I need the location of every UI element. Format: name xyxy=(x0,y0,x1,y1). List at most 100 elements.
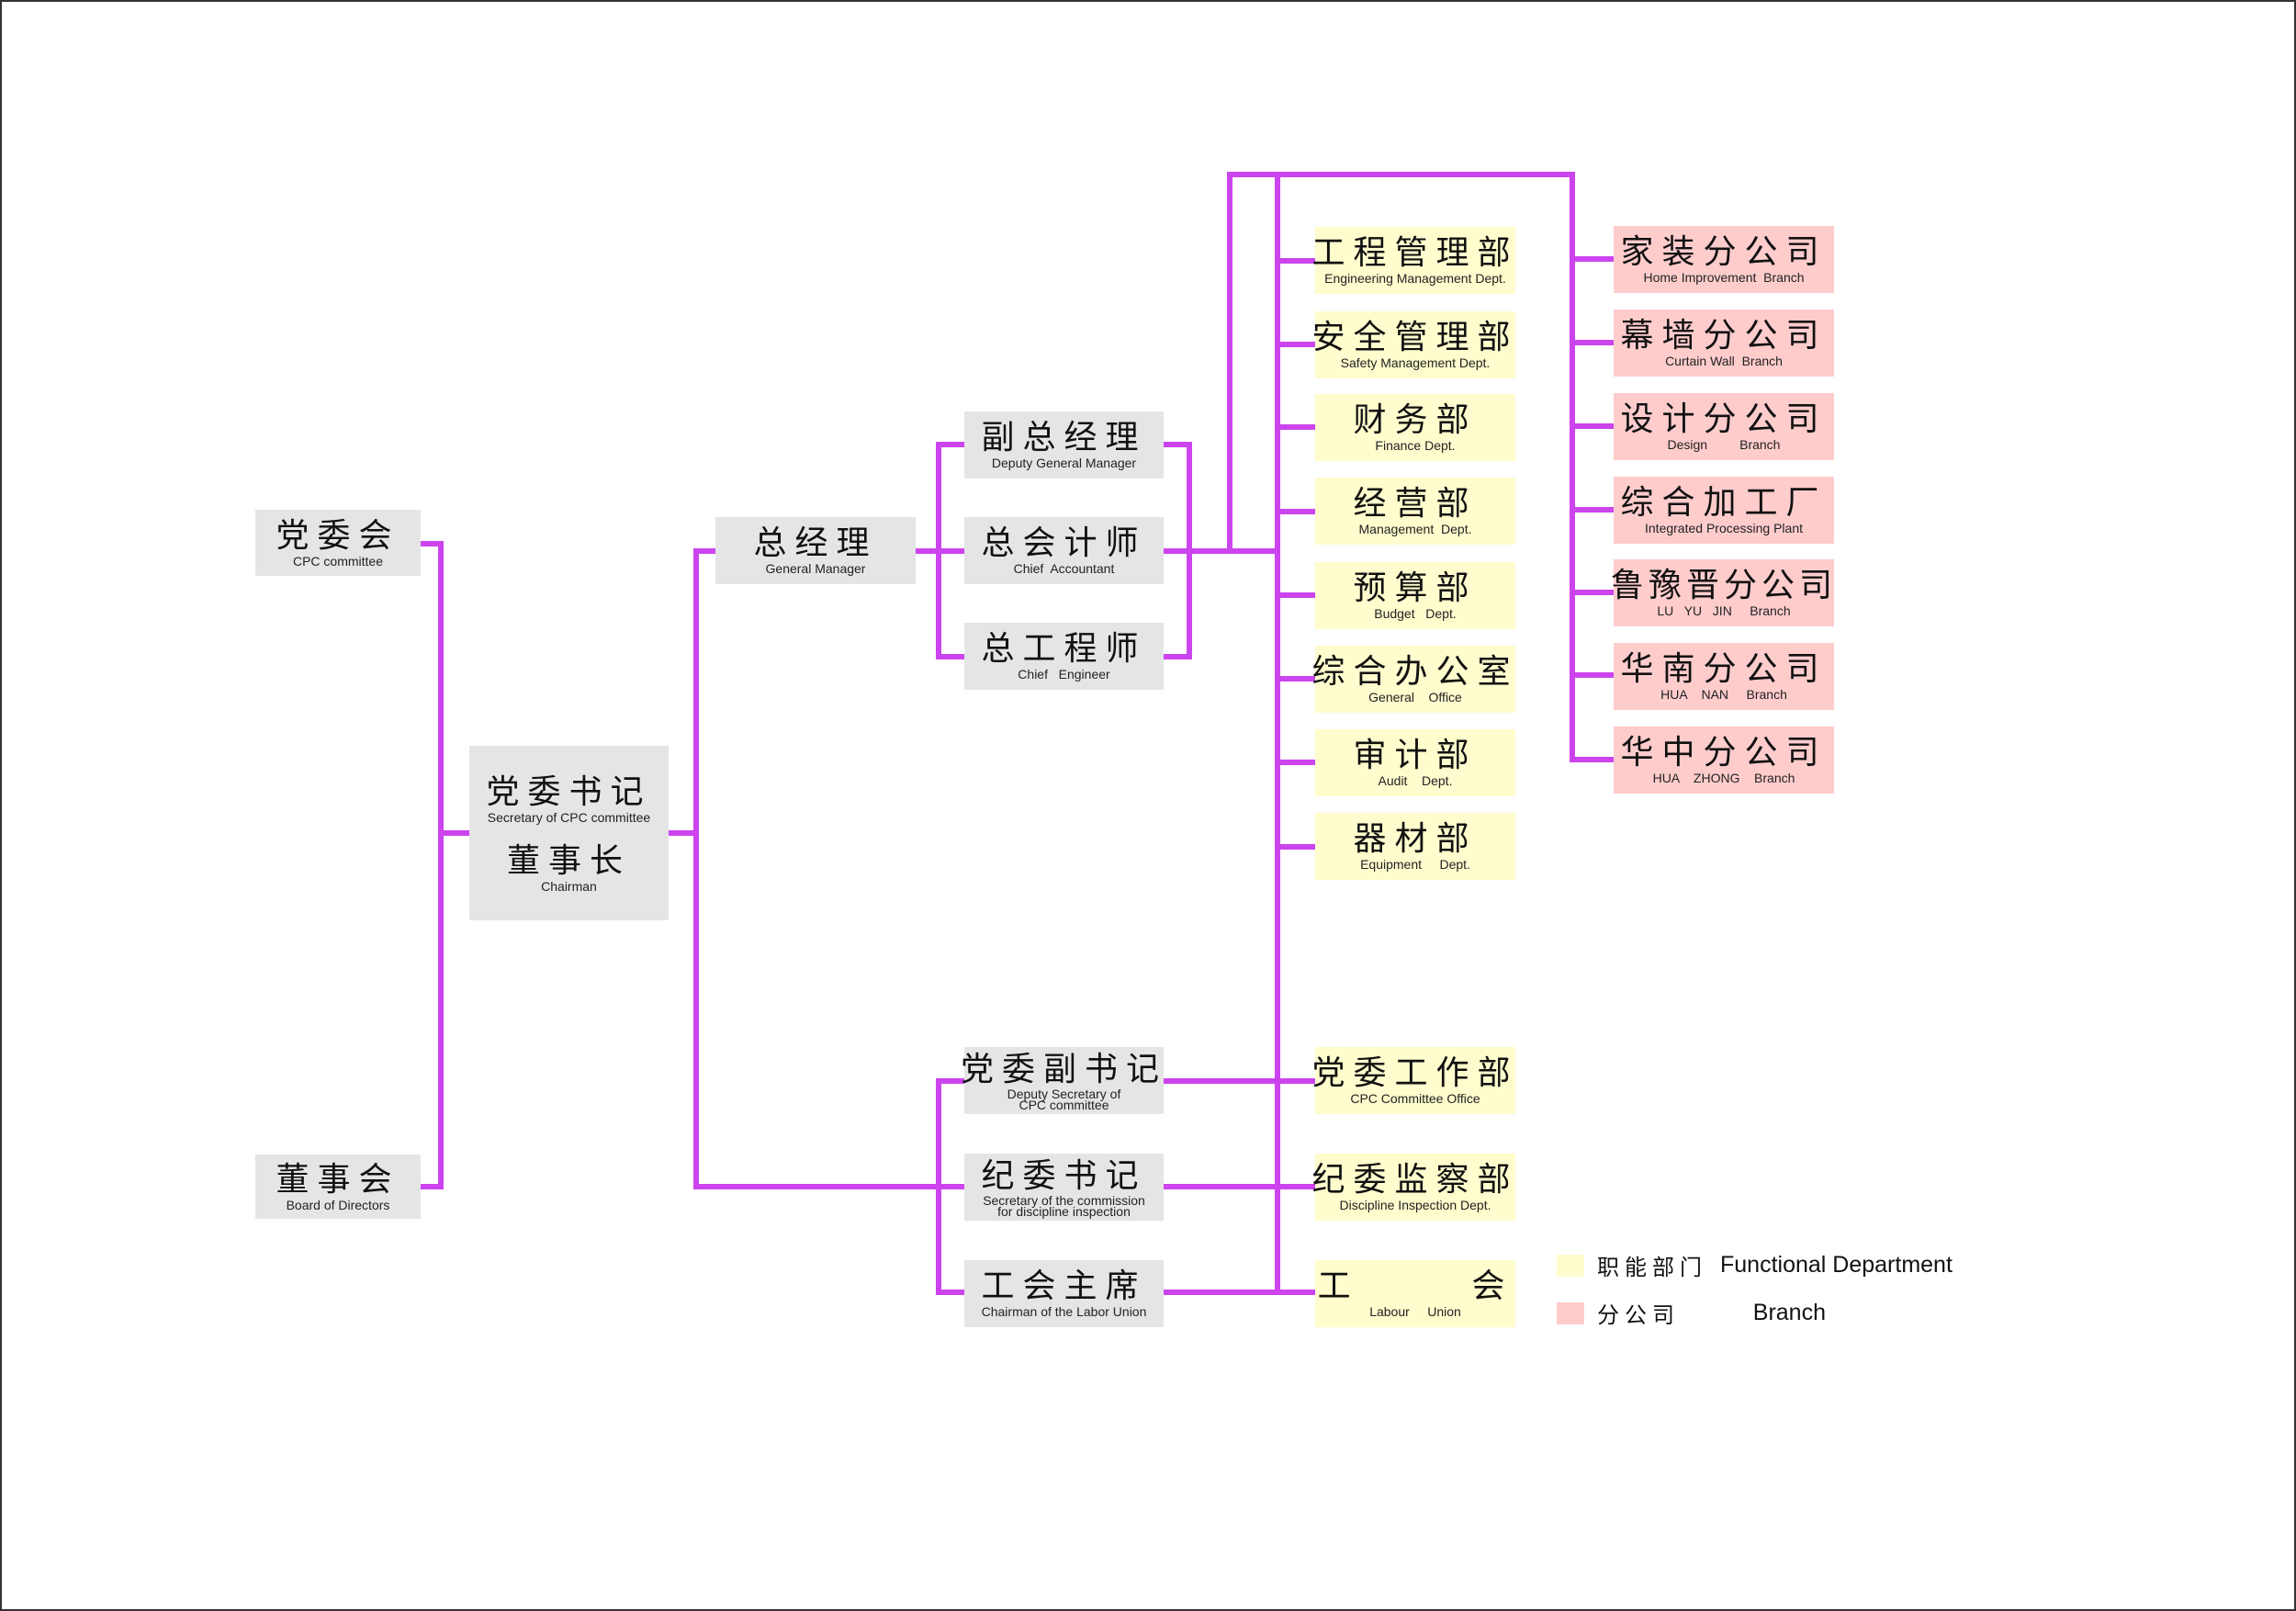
node-label-en: Chairman of the Labor Union xyxy=(981,1304,1147,1319)
node-label-en: Chief Engineer xyxy=(1018,667,1110,682)
legend-label-zh: 职能部门 xyxy=(1597,1255,1707,1280)
node-label-zh: 安全管理部 xyxy=(1311,319,1519,356)
node-label-en: Deputy General Manager xyxy=(991,456,1137,470)
node-label-en: Discipline Inspection Dept. xyxy=(1339,1198,1491,1212)
branch-integrated-processing-plant: 综合加工厂 Integrated Processing Plant xyxy=(1614,477,1834,544)
dept-audit: 审计部 Audit Dept. xyxy=(1315,729,1515,796)
node-label-zh: 纪委监察部 xyxy=(1311,1161,1519,1199)
branch-hua-zhong: 华中分公司 HUA ZHONG Branch xyxy=(1614,727,1834,794)
node-chief-engineer: 总工程师 Chief Engineer xyxy=(964,623,1164,690)
node-label-en: Secretary of the commission for discipli… xyxy=(983,1192,1145,1219)
node-label-zh: 华南分公司 xyxy=(1620,650,1828,688)
node-label-en: Equipment Dept. xyxy=(1360,857,1470,872)
node-label-en: CPC Committee Office xyxy=(1350,1091,1480,1106)
node-label-zh: 总会计师 xyxy=(981,524,1147,562)
node-label-en: Integrated Processing Plant xyxy=(1645,521,1803,535)
node-label-zh: 综合加工厂 xyxy=(1620,484,1828,522)
node-general-manager: 总经理 General Manager xyxy=(715,517,916,584)
node-label-zh: 财务部 xyxy=(1353,401,1478,439)
connector-cpc-committee xyxy=(418,541,444,1189)
node-label-zh: 工 会 xyxy=(1317,1267,1514,1305)
dept-management: 经营部 Management Dept. xyxy=(1315,478,1515,545)
node-chief-accountant: 总会计师 Chief Accountant xyxy=(964,517,1164,584)
legend-swatch-yellow xyxy=(1557,1254,1584,1277)
node-label-zh: 工程管理部 xyxy=(1311,234,1519,272)
node-label-zh: 党委副书记 xyxy=(961,1050,1168,1088)
node-label-zh: 幕墙分公司 xyxy=(1620,317,1828,355)
node-label-en: HUA NAN Branch xyxy=(1660,687,1787,702)
connector-deputy-bracket xyxy=(936,442,967,659)
node-label-en: Budget Dept. xyxy=(1374,606,1457,621)
node-label-en: General Manager xyxy=(765,561,866,576)
node-label-zh: 党委书记 xyxy=(486,773,652,811)
branch-curtain-wall: 幕墙分公司 Curtain Wall Branch xyxy=(1614,310,1834,377)
node-label-en: Curtain Wall Branch xyxy=(1665,354,1783,368)
node-board-of-directors: 董事会 Board of Directors xyxy=(255,1155,421,1219)
node-label-zh: 工会主席 xyxy=(981,1267,1147,1305)
branch-home-improvement: 家装分公司 Home Improvement Branch xyxy=(1614,226,1834,293)
node-label-en: LU YU JIN Branch xyxy=(1657,603,1791,618)
node-label-zh: 综合办公室 xyxy=(1311,653,1519,691)
node-cpc-committee: 党委会 CPC committee xyxy=(255,510,421,576)
node-secretary-chairman: 党委书记 Secretary of CPC committee 董事长 Chai… xyxy=(469,746,669,920)
legend-item-branch: 分公司 Branch xyxy=(1557,1297,1826,1329)
dept-labour-union: 工 会 Labour Union xyxy=(1315,1260,1515,1327)
dept-equipment: 器材部 Equipment Dept. xyxy=(1315,813,1515,880)
dept-safety-management: 安全管理部 Safety Management Dept. xyxy=(1312,311,1515,378)
node-discipline-secretary: 纪委书记 Secretary of the commission for dis… xyxy=(964,1154,1164,1221)
node-deputy-general-manager: 副总经理 Deputy General Manager xyxy=(964,411,1164,479)
node-label-zh: 器材部 xyxy=(1353,820,1478,858)
node-label-zh: 审计部 xyxy=(1353,737,1478,774)
legend-label-en: Functional Department xyxy=(1720,1252,1953,1278)
node-label-en: HUA ZHONG Branch xyxy=(1652,771,1795,785)
node-label-zh: 家装分公司 xyxy=(1620,233,1828,271)
branch-lu-yu-jin: 鲁豫晋分公司 LU YU JIN Branch xyxy=(1611,559,1838,626)
node-label-zh: 设计分公司 xyxy=(1620,400,1828,438)
node-label-en: CPC committee xyxy=(292,553,384,569)
connector-gm-spine xyxy=(693,548,967,1189)
connector-deputy-right-bracket xyxy=(1161,442,1192,659)
node-label-en: Management Dept. xyxy=(1358,522,1472,536)
node-label-en: Home Improvement Branch xyxy=(1643,270,1805,285)
legend-swatch-pink xyxy=(1557,1301,1584,1324)
node-label-en: Labour Union xyxy=(1369,1304,1461,1319)
node-label-en: Audit Dept. xyxy=(1378,773,1453,788)
dept-finance: 财务部 Finance Dept. xyxy=(1315,394,1515,461)
node-label-zh: 经营部 xyxy=(1353,485,1478,523)
node-label-zh: 党委工作部 xyxy=(1311,1054,1519,1092)
node-label-en: Board of Directors xyxy=(286,1197,390,1212)
node-label-zh-chairman: 董事长 xyxy=(506,842,631,880)
node-label-zh: 党委会 xyxy=(276,516,400,555)
node-label-en: Engineering Management Dept. xyxy=(1324,271,1506,286)
node-label-zh: 华中分公司 xyxy=(1620,734,1828,772)
node-label-zh: 总工程师 xyxy=(981,630,1147,668)
node-label-en: Finance Dept. xyxy=(1375,438,1456,453)
dept-budget: 预算部 Budget Dept. xyxy=(1315,562,1515,629)
legend-label-en: Branch xyxy=(1728,1300,1826,1325)
branch-design: 设计分公司 Design Branch xyxy=(1614,393,1834,460)
node-label-en: Chief Accountant xyxy=(1013,561,1115,576)
node-label-zh: 董事会 xyxy=(276,1160,400,1199)
node-label-zh: 预算部 xyxy=(1353,569,1478,607)
node-label-en: General Office xyxy=(1368,690,1462,704)
node-label-zh: 总经理 xyxy=(753,524,878,562)
dept-discipline-inspection: 纪委监察部 Discipline Inspection Dept. xyxy=(1312,1154,1515,1221)
node-union-chairman: 工会主席 Chairman of the Labor Union xyxy=(964,1260,1164,1327)
node-label-en: Deputy Secretary of CPC committee xyxy=(1007,1086,1121,1112)
node-label-zh: 副总经理 xyxy=(981,419,1147,456)
node-label-en-chairman: Chairman xyxy=(541,879,597,894)
node-label-zh: 鲁豫晋分公司 xyxy=(1611,567,1838,604)
dept-general-office: 综合办公室 General Office xyxy=(1312,646,1515,713)
node-label-en: Secretary of CPC committee xyxy=(487,810,651,825)
node-label-zh: 纪委书记 xyxy=(981,1156,1147,1195)
node-deputy-secretary: 党委副书记 Deputy Secretary of CPC committee xyxy=(961,1047,1168,1114)
node-label-en: Design Branch xyxy=(1667,437,1781,452)
dept-cpc-committee-office: 党委工作部 CPC Committee Office xyxy=(1312,1047,1515,1114)
branch-hua-nan: 华南分公司 HUA NAN Branch xyxy=(1614,643,1834,710)
legend-label-zh: 分公司 xyxy=(1597,1302,1680,1328)
node-label-en: Safety Management Dept. xyxy=(1340,355,1491,370)
connector-lower-bracket xyxy=(936,1078,967,1295)
dept-engineering-management: 工程管理部 Engineering Management Dept. xyxy=(1312,227,1515,294)
legend-item-functional-department: 职能部门 Functional Department xyxy=(1557,1249,1953,1281)
